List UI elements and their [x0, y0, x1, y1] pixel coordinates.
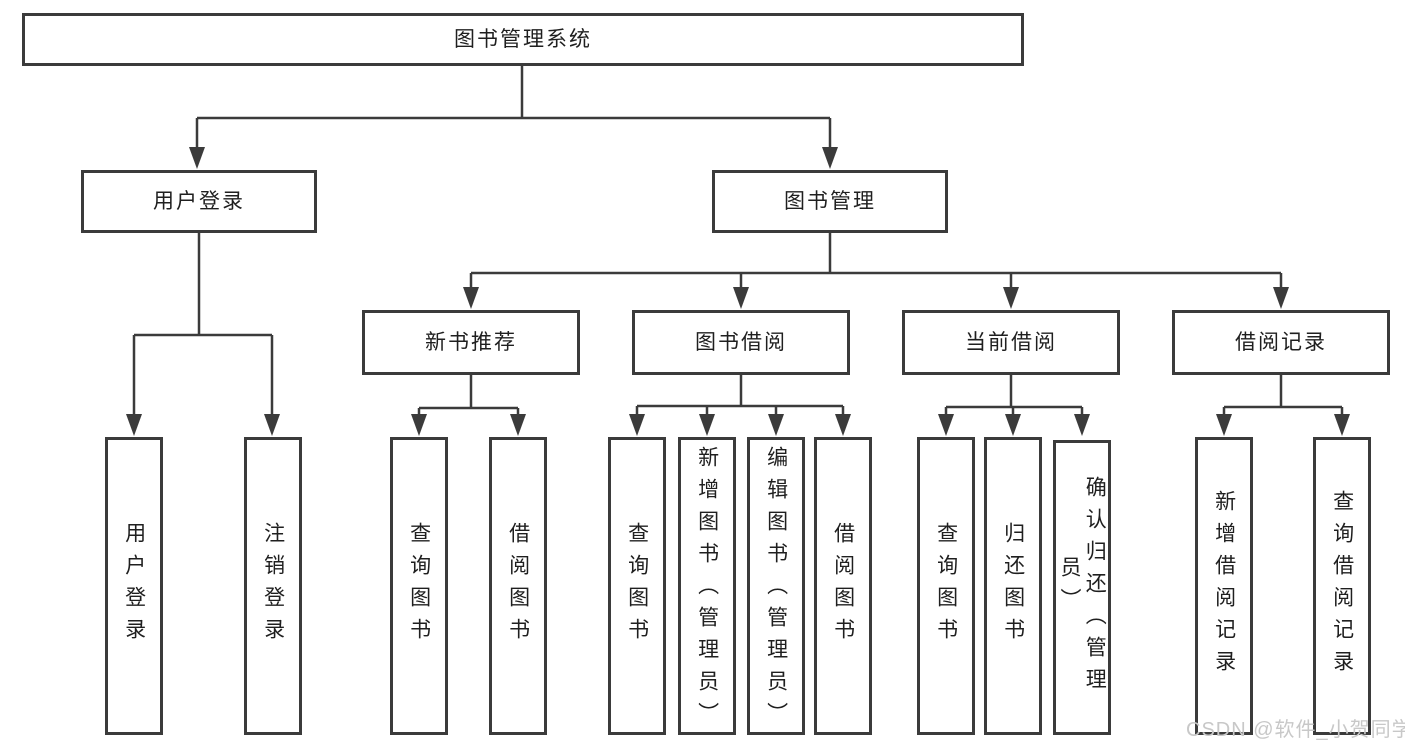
leaf-query-borrow-record: 查询借阅记录: [1313, 437, 1371, 735]
node-library-management-system: 图书管理系统: [22, 13, 1024, 66]
node-current-borrow: 当前借阅: [902, 310, 1120, 375]
leaf-add-borrow-record: 新增借阅记录: [1195, 437, 1253, 735]
csdn-watermark: CSDN @软件_小贺同学: [1186, 719, 1405, 741]
leaf-query-books-borrow: 查询图书: [608, 437, 666, 735]
leaf-edit-books-admin: 编辑图书（管理员）: [747, 437, 805, 735]
leaf-borrow-books: 借阅图书: [814, 437, 872, 735]
leaf-add-books-admin: 新增图书（管理员）: [678, 437, 736, 735]
node-book-management: 图书管理: [712, 170, 948, 233]
node-new-book-recommend: 新书推荐: [362, 310, 580, 375]
leaf-borrow-books-recommend: 借阅图书: [489, 437, 547, 735]
node-borrow-records: 借阅记录: [1172, 310, 1390, 375]
node-user-login: 用户登录: [81, 170, 317, 233]
leaf-user-login: 用户登录: [105, 437, 163, 735]
leaf-confirm-return-admin: 确认归还（管理员）: [1053, 440, 1111, 735]
leaf-return-books: 归还图书: [984, 437, 1042, 735]
leaf-query-books-recommend: 查询图书: [390, 437, 448, 735]
leaf-logout: 注销登录: [244, 437, 302, 735]
node-book-borrow: 图书借阅: [632, 310, 850, 375]
leaf-query-books-current: 查询图书: [917, 437, 975, 735]
